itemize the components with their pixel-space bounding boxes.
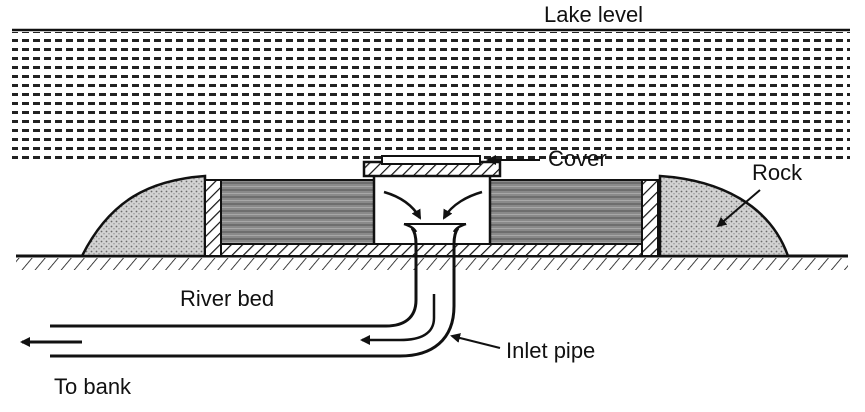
river-bed-label: River bed bbox=[180, 286, 275, 311]
rock-mound-left bbox=[79, 174, 207, 258]
chamber-wall-right bbox=[641, 179, 659, 257]
inlet-pipe bbox=[50, 222, 467, 358]
flow-arrow-right-in bbox=[442, 190, 483, 220]
flow-arrow-left-in bbox=[383, 190, 422, 220]
inlet-pipe-label: Inlet pipe bbox=[506, 338, 596, 363]
cover-label: Cover bbox=[548, 146, 607, 171]
lake-level-label: Lake level bbox=[544, 2, 644, 27]
filter-media-right bbox=[489, 179, 643, 245]
inlet-pipe-leader bbox=[450, 333, 501, 349]
river-bed-ground bbox=[16, 254, 848, 270]
rock-label: Rock bbox=[752, 160, 803, 185]
filter-media-left bbox=[220, 179, 375, 245]
chamber-floor bbox=[220, 243, 643, 257]
chamber-wall-left bbox=[204, 179, 222, 257]
flow-arrow-pipe-inner bbox=[360, 294, 436, 345]
to-bank-label: To bank bbox=[54, 374, 132, 399]
rock-mound-right bbox=[658, 174, 790, 258]
lake-water bbox=[12, 28, 850, 160]
rock-leader bbox=[716, 189, 761, 228]
